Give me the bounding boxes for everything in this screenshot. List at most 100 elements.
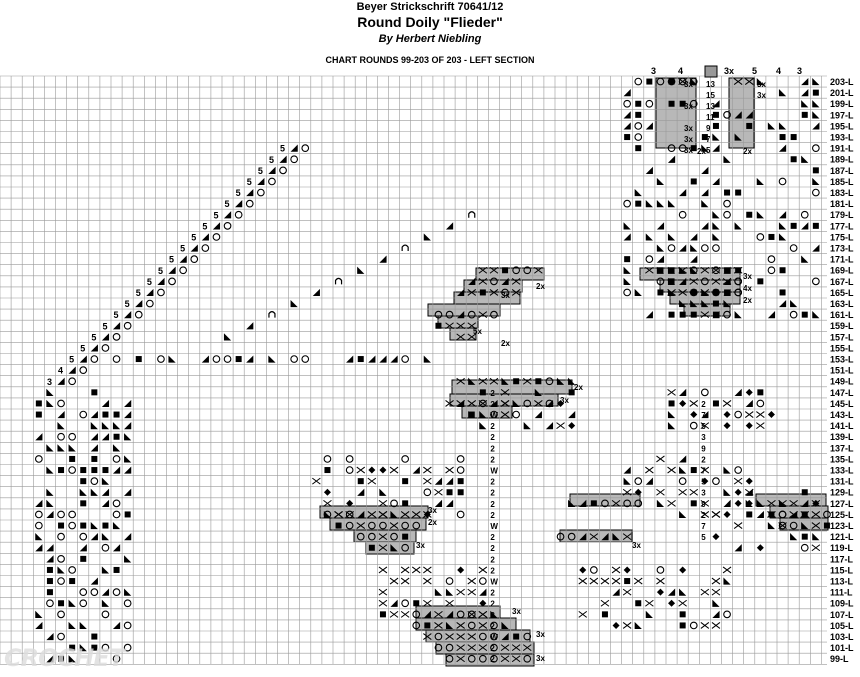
stitch-count: 2 <box>490 622 495 631</box>
cross-symbol <box>456 322 465 330</box>
stitch-count: W <box>490 633 498 642</box>
cross-symbol <box>667 388 676 396</box>
k2tog-symbol <box>112 466 121 474</box>
block-symbol <box>646 78 653 85</box>
cross-symbol <box>522 377 532 385</box>
cross-symbol <box>534 400 543 407</box>
block-symbol <box>701 134 708 141</box>
cross-symbol <box>600 599 610 607</box>
ssk-symbol <box>801 155 809 163</box>
ssk-symbol <box>645 610 653 618</box>
yarn-over-symbol <box>523 632 532 641</box>
ssk-symbol <box>490 610 498 618</box>
yarn-over-symbol <box>368 521 376 530</box>
cross-symbol <box>456 622 465 629</box>
block-symbol <box>91 644 98 651</box>
round-label: 151-L <box>830 366 854 376</box>
ssk-symbol <box>468 377 476 385</box>
yarn-over-symbol <box>467 621 476 630</box>
repeat-marker: 2x <box>501 339 510 348</box>
stitch-count: 2 <box>701 400 706 409</box>
ssk-symbol <box>445 588 454 596</box>
cross-symbol <box>445 466 454 474</box>
k2tog-symbol <box>35 499 43 507</box>
ssk-symbol <box>124 433 132 441</box>
yarn-over-symbol <box>157 355 165 363</box>
k2tog-symbol <box>101 588 110 596</box>
yarn-over-symbol <box>623 99 632 108</box>
block-symbol <box>724 267 731 274</box>
ssk-symbol <box>101 477 110 485</box>
yarn-over-symbol <box>112 355 121 363</box>
ssk-symbol <box>712 222 720 230</box>
block-symbol <box>357 356 364 363</box>
ssk-symbol <box>623 277 631 285</box>
block-symbol <box>91 455 98 462</box>
k2tog-symbol <box>101 433 110 441</box>
k2tog-symbol <box>35 621 43 630</box>
cross-symbol <box>467 400 477 407</box>
k2tog-symbol <box>667 155 676 163</box>
yarn-over-symbol <box>823 510 831 519</box>
cross-symbol <box>767 499 776 507</box>
k2tog-symbol <box>90 444 98 452</box>
block-symbol <box>601 611 608 618</box>
ssk-symbol <box>756 177 764 186</box>
round-label: 129-L <box>830 488 854 498</box>
stitch-count: 2 <box>490 400 495 409</box>
round-label: 139-L <box>830 432 854 442</box>
ssk-symbol <box>645 200 653 208</box>
block-symbol <box>502 267 509 274</box>
cross-symbol <box>511 277 521 285</box>
yarn-over-symbol <box>767 266 776 275</box>
repeat-marker: 2x <box>536 282 545 291</box>
k2tog-symbol <box>701 166 709 174</box>
round-label: 131-L <box>830 477 854 487</box>
block-symbol <box>768 511 775 518</box>
top-repeat-label: 3 <box>651 66 656 76</box>
chart-grid <box>0 75 827 665</box>
block-symbol <box>102 411 109 418</box>
k2tog-symbol <box>68 366 76 374</box>
round-label: 173-L <box>830 244 854 254</box>
cross-symbol <box>378 599 388 607</box>
ssk-symbol <box>512 399 520 408</box>
diamond-symbol <box>734 488 742 496</box>
k2tog-symbol <box>124 488 132 496</box>
yarn-over-symbol <box>545 377 554 386</box>
k2tog-symbol <box>679 244 687 252</box>
k2tog-symbol <box>201 233 209 241</box>
ssk-symbol <box>734 133 742 141</box>
ssk-symbol <box>124 455 132 463</box>
yarn-over-symbol <box>345 521 354 530</box>
cross-symbol <box>423 566 432 574</box>
k2tog-symbol <box>623 122 631 130</box>
yarn-over-symbol <box>456 610 465 619</box>
cross-symbol <box>678 78 687 85</box>
k2tog-symbol <box>46 555 54 563</box>
cross-symbol <box>478 622 488 629</box>
diamond-symbol <box>479 599 487 607</box>
round-label: 113-L <box>830 577 854 587</box>
cross-symbol <box>478 400 488 407</box>
yarn-over-symbol <box>490 310 498 319</box>
yarn-over-symbol <box>645 255 654 263</box>
yarn-over-symbol <box>689 621 698 630</box>
block-symbol <box>335 522 342 529</box>
yarn-over-symbol <box>34 455 43 463</box>
cross-symbol <box>733 266 743 274</box>
diamond-symbol <box>745 388 753 396</box>
block-symbol <box>635 600 642 607</box>
block-symbol <box>413 600 420 607</box>
yarn-over-symbol <box>667 77 676 86</box>
repeat-marker: 3x <box>684 80 693 89</box>
diamond-symbol <box>668 599 676 607</box>
cross-symbol <box>312 477 321 485</box>
yarn-over-symbol <box>79 366 88 375</box>
block-symbol <box>801 489 808 496</box>
yarn-over-symbol <box>101 643 110 652</box>
round-label: 115-L <box>830 565 854 575</box>
cross-symbol <box>478 610 488 618</box>
cross-symbol <box>511 644 521 652</box>
cross-symbol <box>478 377 488 385</box>
